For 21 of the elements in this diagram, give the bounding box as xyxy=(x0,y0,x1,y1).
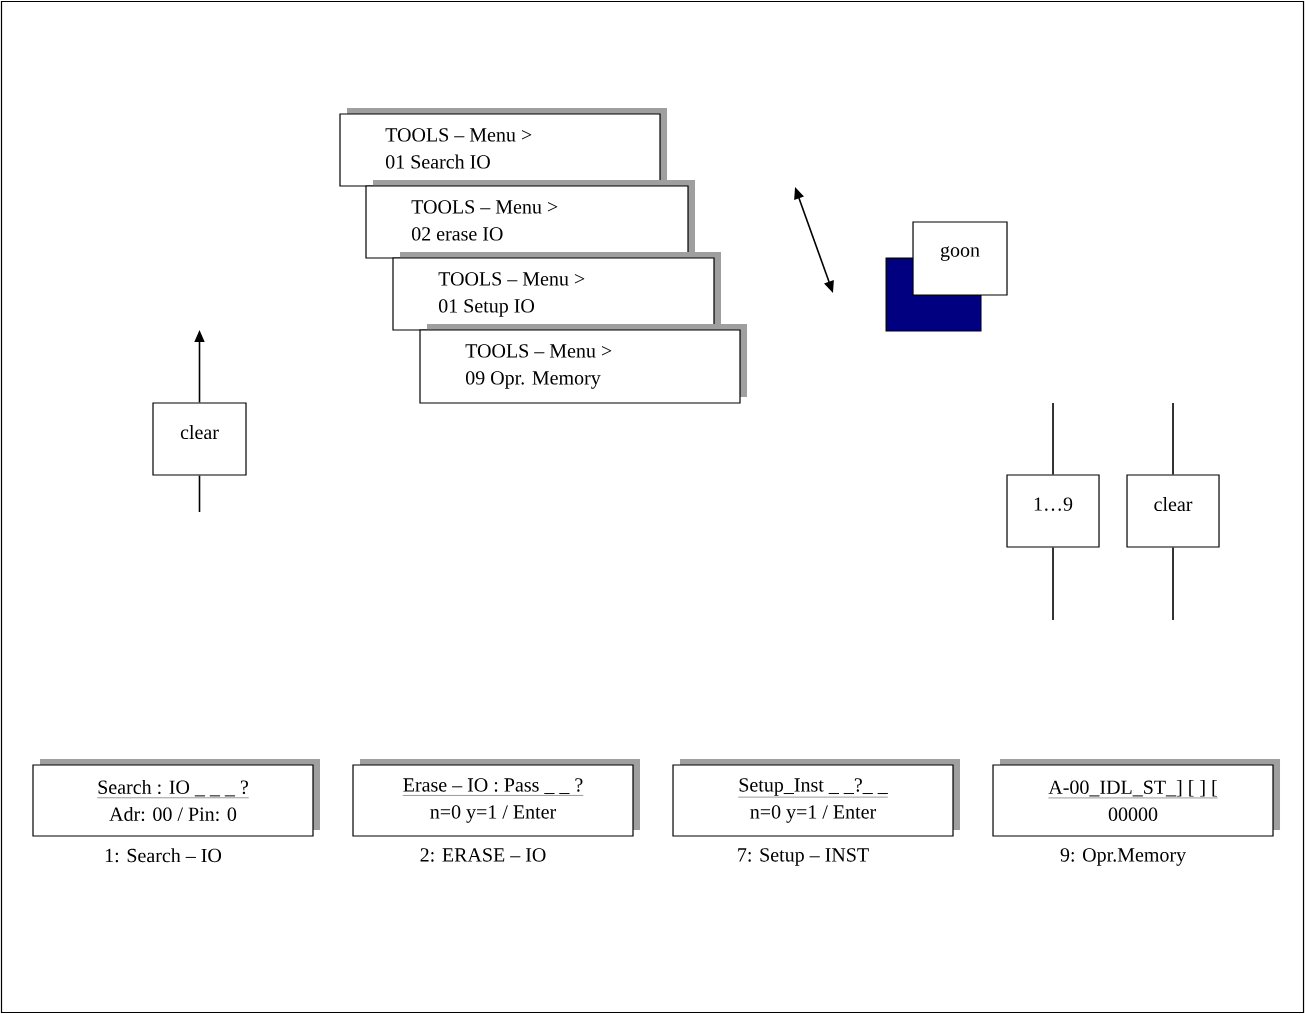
connector-line xyxy=(1052,402,1054,476)
key-button: 1…9 xyxy=(1006,474,1100,548)
lcd-display: A-00_IDL_ST_] [ ] [ 00000 xyxy=(992,759,1280,837)
display-caption: 9: Opr.Memory xyxy=(1060,848,1186,866)
menu-screen: TOOLS – Menu > 01 Setup IO xyxy=(392,252,721,331)
menu-screen: TOOLS – Menu > 01 Search IO xyxy=(339,108,667,187)
connector-line xyxy=(198,474,201,513)
display-caption: 2: ERASE – IO xyxy=(420,848,546,862)
lcd-display: Erase – IO : Pass _ _ ? n=0 y=1 / Enter xyxy=(352,759,640,837)
connector-line xyxy=(1172,402,1174,476)
menu-screen: TOOLS – Menu > 09 Opr. Memory xyxy=(419,324,747,404)
display-caption: 1: Search – IO xyxy=(105,848,222,863)
connector-line xyxy=(1172,546,1174,621)
key-button: clear xyxy=(152,402,247,476)
lcd-display: Setup_Inst _ _?_ _ n=0 y=1 / Enter xyxy=(672,759,960,837)
display-caption: 7: Setup – INST xyxy=(738,848,869,866)
connector-line xyxy=(1052,546,1054,621)
menu-screen: TOOLS – Menu > 02 erase IO xyxy=(365,180,695,259)
key-button: goon xyxy=(912,221,1008,296)
lcd-display: Search : IO _ _ _ ? Adr: 00 / Pin: 0 xyxy=(32,759,320,837)
key-button: clear xyxy=(1126,474,1220,548)
